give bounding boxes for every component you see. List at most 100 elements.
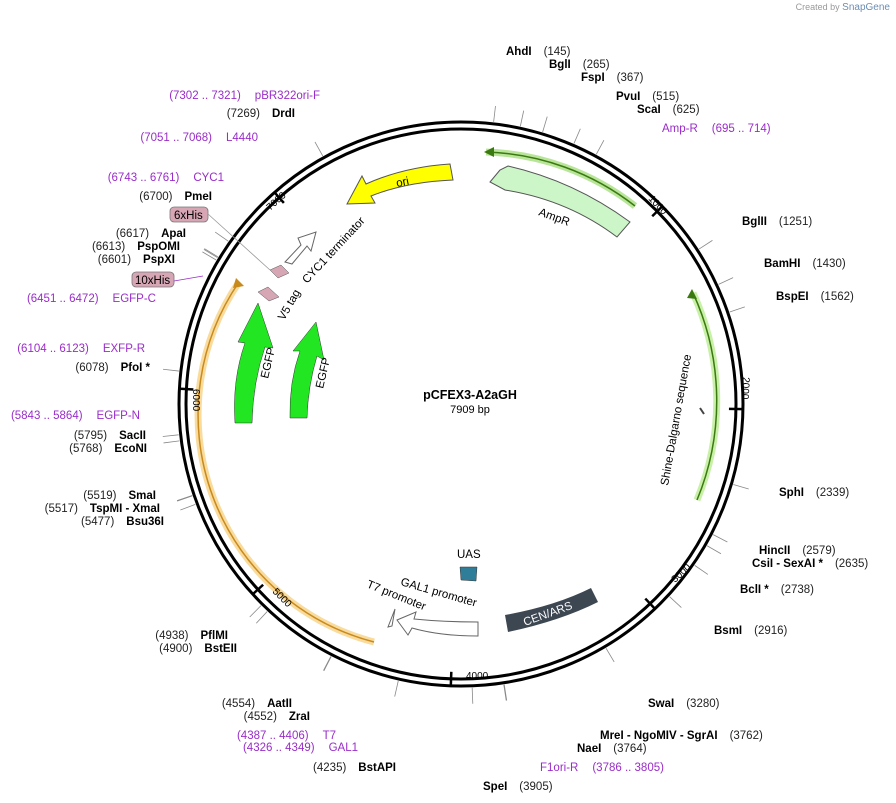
ruler-tick (449, 671, 453, 687)
enzyme-site-leader (176, 495, 193, 501)
enzyme-site-leader (706, 545, 722, 555)
enzyme-label: (5477)Bsu36I (81, 516, 164, 528)
enzyme-site-leader (669, 596, 682, 608)
enzyme-label: (4235)BstAPI (313, 762, 396, 774)
enzyme-label: FspI(367) (581, 72, 644, 84)
shine-dalgarno-core (692, 292, 718, 501)
orange-feature-arc (194, 280, 375, 646)
egfp-feature-2 (289, 321, 325, 419)
enzyme-label: (5768)EcoNI (69, 443, 147, 455)
enzyme-site-leader (249, 605, 262, 618)
enzyme-label: CsiI - SexAI *(2635) (752, 558, 868, 570)
ruler-tick (251, 583, 264, 596)
backbone-outer (177, 120, 745, 688)
enzyme-site-leader (698, 240, 713, 250)
shine-dalgarno-label: Shine-Dalgarno sequence (659, 353, 694, 486)
primer-label: (4326 .. 4349)GAL1 (243, 742, 358, 754)
tick-label: 4000 (466, 671, 489, 682)
credit-watermark: Created by SnapGene (796, 2, 890, 13)
enzyme-label: (4900)BstEII (159, 643, 237, 655)
primer-label: (5843 .. 5864)EGFP-N (11, 410, 140, 422)
ampr-backbone-head (484, 147, 494, 157)
enzyme-label: (4554)AatII (222, 698, 292, 710)
enzyme-label: BclI *(2738) (740, 584, 814, 596)
ampr-label: AmpR (537, 207, 571, 229)
enzyme-label: (6601)PspXI (98, 254, 175, 266)
enzyme-label: BsmI(2916) (714, 625, 788, 637)
enzyme-label: PvuI(515) (616, 91, 679, 103)
shine-dalgarno-head (687, 289, 697, 299)
enzyme-site-leader (595, 140, 605, 155)
enzyme-site-leader (519, 110, 525, 127)
enzyme-label: (4938)PflMI (155, 630, 228, 642)
enzyme-site-leader (718, 277, 734, 285)
enzyme-site-leader (733, 484, 749, 490)
enzyme-label: (6078)PfoI * (75, 362, 150, 374)
ruler-ticks (178, 190, 744, 687)
enzyme-site-leader (163, 440, 180, 444)
enzyme-site-leader (712, 534, 728, 543)
primer-label: (7302 .. 7321)pBR322ori-F (169, 90, 320, 102)
enzyme-site-leader (323, 656, 332, 671)
enzyme-site-leader (503, 684, 507, 701)
enzyme-labels: AhdI(145) BglI(265) FspI(367) PvuI(515) … (45, 46, 869, 793)
enzyme-label: (6613)PspOMI (92, 241, 180, 253)
his6-label: 6xHis (174, 210, 203, 222)
ampr-backbone-core (485, 151, 636, 207)
cyc1-terminator-feature (284, 231, 317, 265)
enzyme-site-leader (471, 687, 474, 704)
enzyme-label: MreI - NgoMIV - SgrAI(3762) (600, 730, 763, 742)
enzyme-site-leader (203, 249, 218, 259)
enzyme-site-leader (162, 368, 179, 372)
ori-label: ori (395, 176, 410, 190)
enzyme-site-leader (323, 656, 332, 672)
ampr-feature (489, 165, 631, 238)
primer-label: (7051 .. 7068)L4440 (140, 132, 258, 144)
enzyme-label: (6617)ApaI (116, 228, 186, 240)
enzyme-site-leader (542, 116, 548, 133)
enzyme-site-leader (503, 684, 508, 701)
enzyme-site-leader (180, 504, 196, 511)
primer-label: F1ori-R(3786 .. 3805) (540, 762, 664, 774)
his6-feature (269, 264, 290, 279)
enzyme-label: ScaI(625) (637, 104, 700, 116)
enzyme-label: (5795)SacII (74, 430, 146, 442)
cen-ars-feature (505, 588, 598, 632)
egfp-label-2: EGFP (314, 356, 333, 390)
gal1-promoter-feature (396, 611, 479, 637)
shine-dalgarno-marker (699, 407, 705, 415)
primer-label: (6104 .. 6123)EXFP-R (17, 343, 145, 355)
primer-label: (6743 .. 6761)CYC1 (108, 172, 224, 184)
primer-labels: Amp-R(695 .. 714) F1ori-R(3786 .. 3805) … (11, 90, 771, 774)
enzyme-label: BglI(265) (549, 59, 610, 71)
enzyme-label: BamHI(1430) (764, 258, 846, 270)
ori-feature (346, 163, 454, 205)
enzyme-site-leader (177, 495, 193, 502)
enzyme-label: SphI(2339) (779, 487, 849, 499)
enzyme-label: SpeI(3905) (483, 781, 553, 793)
his6-leader (207, 213, 271, 271)
uas-label: UAS (457, 549, 481, 561)
enzyme-label: NaeI(3764) (577, 743, 647, 755)
ruler-tick (273, 190, 285, 204)
enzyme-leaders (162, 105, 749, 704)
enzyme-site-leader (314, 141, 324, 157)
primer-label: (6451 .. 6472)EGFP-C (27, 293, 156, 305)
v5-tag-label: V5 tag (276, 288, 303, 323)
enzyme-label: AhdI(145) (506, 46, 571, 58)
uas-feature (459, 566, 478, 582)
enzyme-site-leader (204, 248, 219, 258)
v5-tag-feature (257, 286, 280, 302)
enzyme-site-leader (605, 647, 615, 663)
his10-leader (173, 275, 204, 282)
enzyme-site-leader (493, 105, 496, 122)
snapgene-logo: SnapGene (842, 2, 890, 13)
tick-label: 2000 (739, 377, 751, 400)
plasmid-length: 7909 bp (450, 404, 490, 416)
ruler-tick (651, 204, 664, 218)
enzyme-label: (7269)DrdI (227, 108, 295, 120)
enzyme-label: BglII(1251) (742, 216, 812, 228)
orange-feature-core (197, 281, 375, 643)
ruler-tick (644, 597, 657, 611)
